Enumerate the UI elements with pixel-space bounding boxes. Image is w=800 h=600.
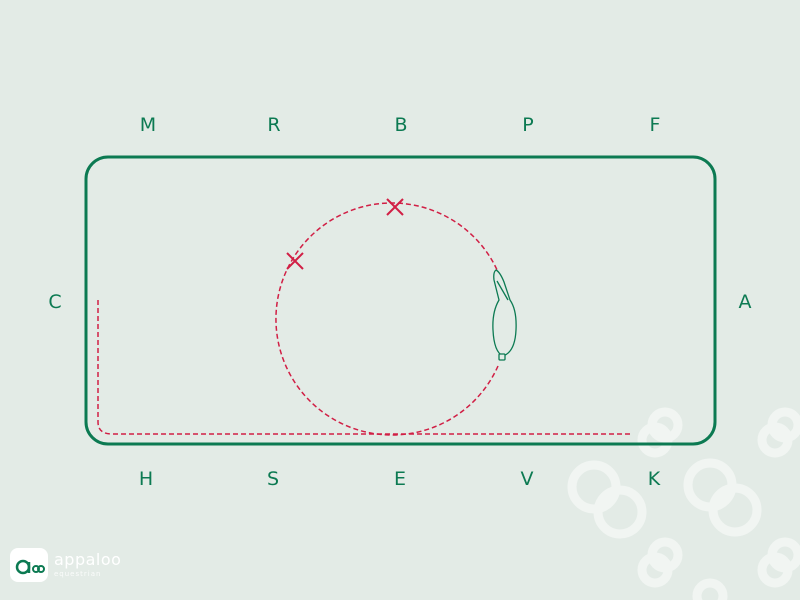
horse-top-view-icon [492,269,517,361]
logo-mark [15,559,45,575]
logo-name: appaloo [54,550,122,569]
arena-letters-top: M R B P F [140,114,661,136]
arena-letter-bottom: K [648,468,661,490]
cross-marker [286,252,304,270]
cross-marker [386,198,404,216]
logo-tagline: equestrian [54,570,102,578]
arena-letter-top: R [267,114,280,136]
arena-outline [84,155,717,446]
arena-letter-top: M [140,114,156,136]
appaloo-logo-icon [10,548,48,582]
dashed-path-line [97,300,632,435]
arena-letter-top: F [650,114,661,136]
arena-letter-left: C [48,291,61,313]
decorative-rings [567,407,800,600]
arena-letter-right: A [739,291,752,313]
arena-letter-bottom: S [267,468,279,490]
arena-letter-top: B [394,114,407,136]
arena-letter-bottom: E [394,468,406,490]
dashed-path-circle [275,202,499,436]
arena-letter-top: P [522,114,533,136]
arena-letters-bottom: H S E V K [139,468,661,490]
arena-letter-bottom: V [521,468,534,490]
arena-letter-bottom: H [139,468,153,490]
